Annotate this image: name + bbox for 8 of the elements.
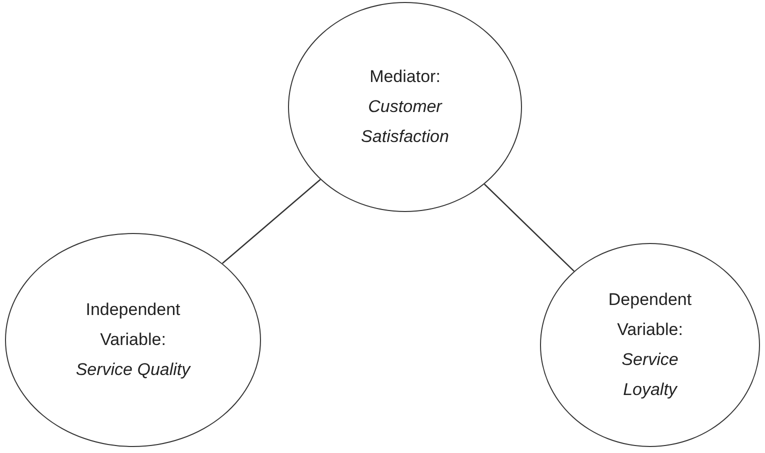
variable-name: Service Loyalty: [620, 349, 680, 401]
variable-role: Dependent Variable:: [607, 289, 693, 341]
variable-name: Customer Satisfaction: [360, 96, 450, 148]
connector-line: [484, 184, 574, 272]
variable-name: Service Quality: [76, 359, 190, 381]
connector-line: [222, 179, 321, 264]
variable-role: Independent Variable:: [84, 299, 182, 351]
variable-role: Mediator:: [370, 66, 440, 88]
